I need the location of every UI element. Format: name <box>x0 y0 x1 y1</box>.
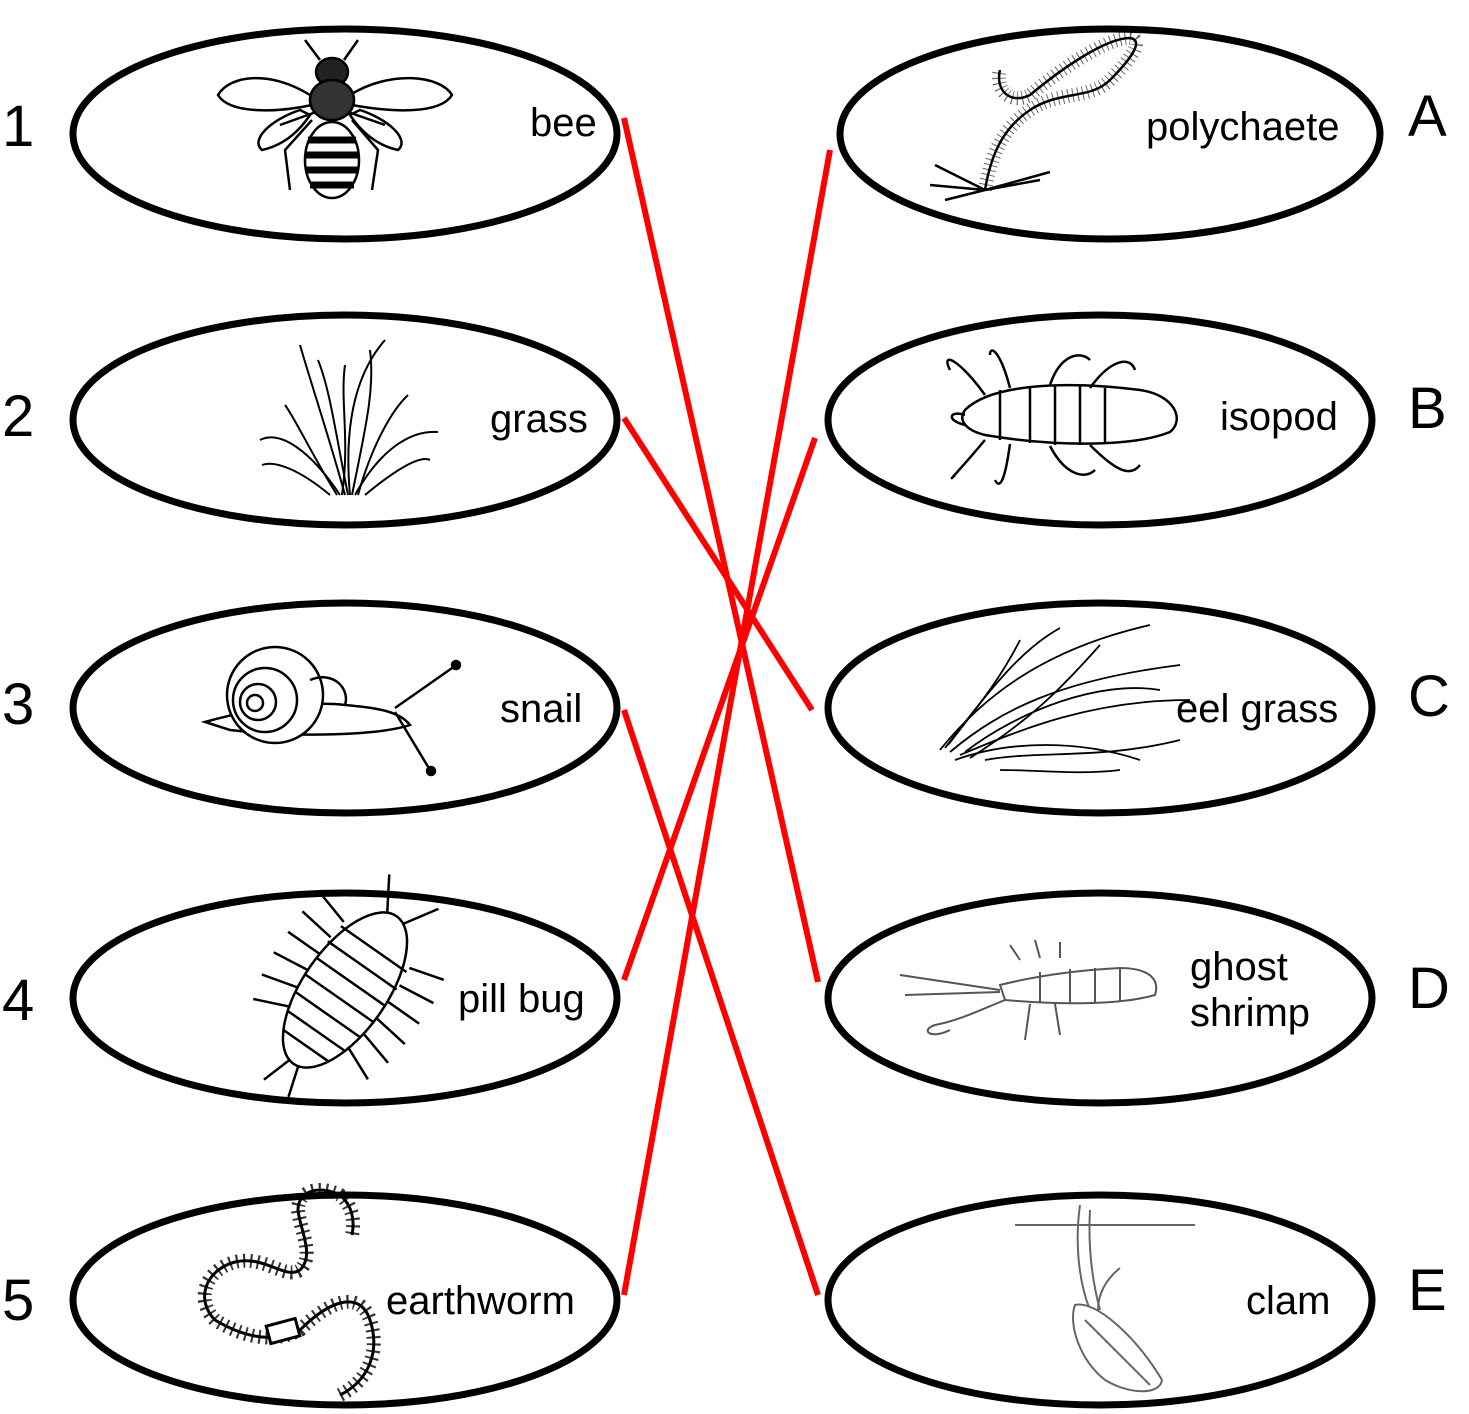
label-polychaete: polychaete <box>1146 104 1339 150</box>
letter-a: A <box>1408 88 1447 146</box>
number-1: 1 <box>2 98 34 156</box>
label-grass: grass <box>490 396 588 442</box>
letter-d: D <box>1408 960 1450 1018</box>
label-ghost-shrimp-line2: shrimp <box>1190 990 1310 1036</box>
number-2: 2 <box>2 388 34 446</box>
number-5: 5 <box>2 1272 34 1330</box>
label-earthworm: earthworm <box>386 1278 575 1324</box>
label-ghost-shrimp: ghost shrimp <box>1190 944 1310 1036</box>
match-line-4-b <box>624 438 815 980</box>
label-snail: snail <box>500 686 582 732</box>
label-bee: bee <box>530 100 597 146</box>
match-line-1-d <box>624 118 818 982</box>
letter-e: E <box>1408 1262 1447 1320</box>
letter-c: C <box>1408 668 1450 726</box>
letter-b: B <box>1408 380 1447 438</box>
label-pill-bug: pill bug <box>458 976 585 1022</box>
label-clam: clam <box>1246 1278 1330 1324</box>
number-3: 3 <box>2 676 34 734</box>
match-line-5-a <box>624 150 830 1295</box>
match-line-3-e <box>624 710 818 1295</box>
label-isopod: isopod <box>1220 394 1338 440</box>
label-eel-grass: eel grass <box>1176 686 1338 732</box>
label-ghost-shrimp-line1: ghost <box>1190 944 1310 990</box>
match-lines <box>624 118 830 1295</box>
match-line-2-c <box>624 418 812 710</box>
number-4: 4 <box>2 972 34 1030</box>
